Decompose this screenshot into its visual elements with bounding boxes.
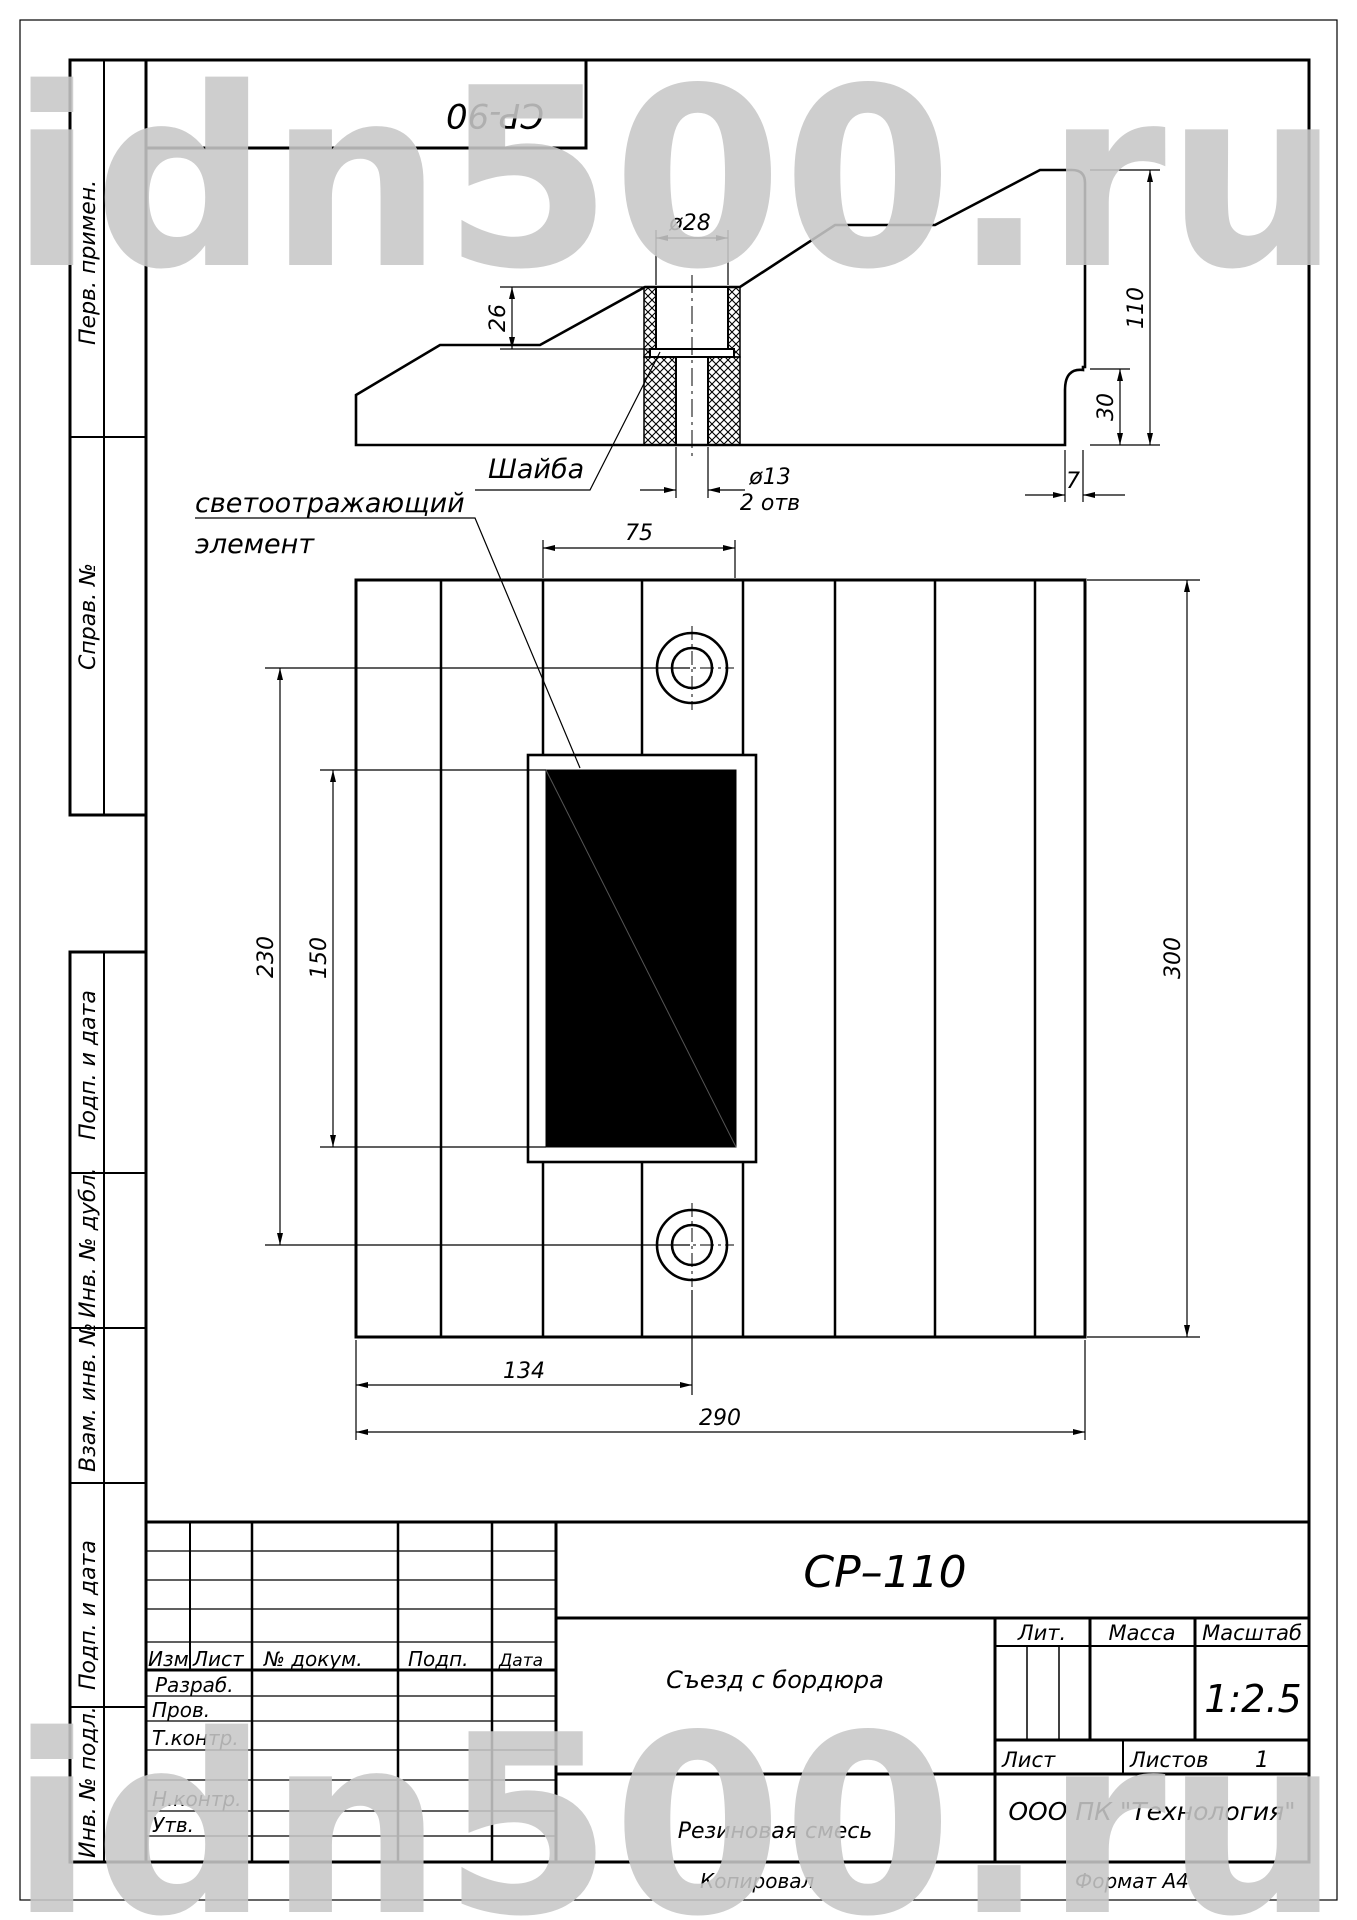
- label-podp-data-1: Подп. и дата: [76, 990, 101, 1140]
- label-inv-dubl: Инв. № дубл.: [76, 1167, 101, 1318]
- dim-foot-width: 7: [1066, 469, 1080, 494]
- dim-length: 300: [1161, 937, 1186, 979]
- reflector-label-line2: элемент: [195, 529, 315, 560]
- hdr-doc-no: № докум.: [263, 1647, 363, 1671]
- part-name: Съезд с бордюра: [666, 1666, 884, 1694]
- hdr-masshtab: Масштаб: [1202, 1621, 1302, 1645]
- side-view: [354, 168, 1087, 460]
- role-nkontr: Н.контр.: [152, 1787, 242, 1811]
- hdr-lit: Лит.: [1017, 1621, 1066, 1645]
- hdr-sheet: Лист: [1001, 1748, 1056, 1772]
- dim-strip-width: 75: [625, 521, 653, 546]
- hdr-izm: Изм: [148, 1647, 189, 1671]
- role-tkontr: Т.контр.: [152, 1726, 239, 1750]
- frame: [19, 19, 1338, 1901]
- dim-recess-depth: 26: [486, 304, 511, 332]
- dim-hole-spacing: 230: [254, 936, 279, 978]
- dim-hole-offset: 134: [503, 1359, 545, 1384]
- dim-bore-diameter: ø28: [668, 211, 710, 236]
- hdr-data: Дата: [498, 1651, 543, 1671]
- role-utv: Утв.: [152, 1813, 194, 1837]
- bushing-lower-left: [643, 356, 677, 446]
- watermark-top: idn500.ru: [10, 36, 1340, 324]
- dim-hole-diameter: ø13: [748, 465, 790, 490]
- material: Резиновая смесь: [678, 1819, 873, 1844]
- side-strip-labels: Перв. примен. Справ. № Подп. и дата Инв.…: [76, 180, 101, 1858]
- sheets-count: 1: [1255, 1748, 1269, 1773]
- role-razrab: Разраб.: [155, 1673, 234, 1697]
- hdr-podp: Подп.: [408, 1647, 469, 1671]
- company: ООО ПК "Технология": [1008, 1797, 1295, 1826]
- corner-stamp: CP-90: [446, 95, 544, 135]
- scale: 1:2.5: [1204, 1677, 1301, 1721]
- hdr-sheets: Листов: [1129, 1748, 1208, 1772]
- bushing-lower-right: [707, 356, 741, 446]
- watermark-bottom: idn500.ru: [10, 1683, 1340, 1920]
- reflector-label-line1: светоотражающий: [195, 488, 465, 519]
- washer-label: Шайба: [488, 454, 584, 485]
- designation: СР–110: [803, 1547, 966, 1598]
- role-prov: Пров.: [152, 1698, 210, 1722]
- title-block-text: СР–110 Съезд с бордюра Резиновая смесь О…: [148, 1547, 1302, 1893]
- label-vzam-inv: Взам. инв. №: [76, 1323, 101, 1472]
- dim-reflector-length: 150: [307, 937, 332, 979]
- footer-format: Формат А4: [1075, 1869, 1189, 1893]
- label-inv-podl: Инв. № подл.: [76, 1706, 101, 1858]
- label-podp-data-2: Подп. и дата: [76, 1540, 101, 1690]
- title-block: [146, 1520, 1309, 1862]
- hdr-massa: Масса: [1109, 1621, 1176, 1645]
- plan-view-dim-labels: 75 230 150 300 134 290 светоотражающий э…: [195, 488, 1186, 1431]
- hdr-list: Лист: [192, 1647, 245, 1671]
- dim-hole-count: 2 отв: [740, 491, 800, 516]
- plan-view: [354, 578, 1087, 1339]
- side-view-dimensions: [475, 169, 1160, 502]
- dim-foot-height: 30: [1094, 393, 1119, 421]
- side-view-dim-labels: ø28 26 ø13 2 отв 110 30 7 Шайба: [486, 211, 1149, 516]
- label-perv-primen: Перв. примен.: [76, 180, 101, 345]
- plan-view-dimensions: [195, 517, 1200, 1440]
- plan-outline: [354, 578, 1087, 1339]
- profile-outline: [354, 168, 1087, 447]
- dim-width: 290: [699, 1406, 741, 1431]
- footer-copied: Копировал: [700, 1869, 814, 1893]
- dim-height: 110: [1124, 287, 1149, 329]
- label-sprav-no: Справ. №: [76, 563, 101, 670]
